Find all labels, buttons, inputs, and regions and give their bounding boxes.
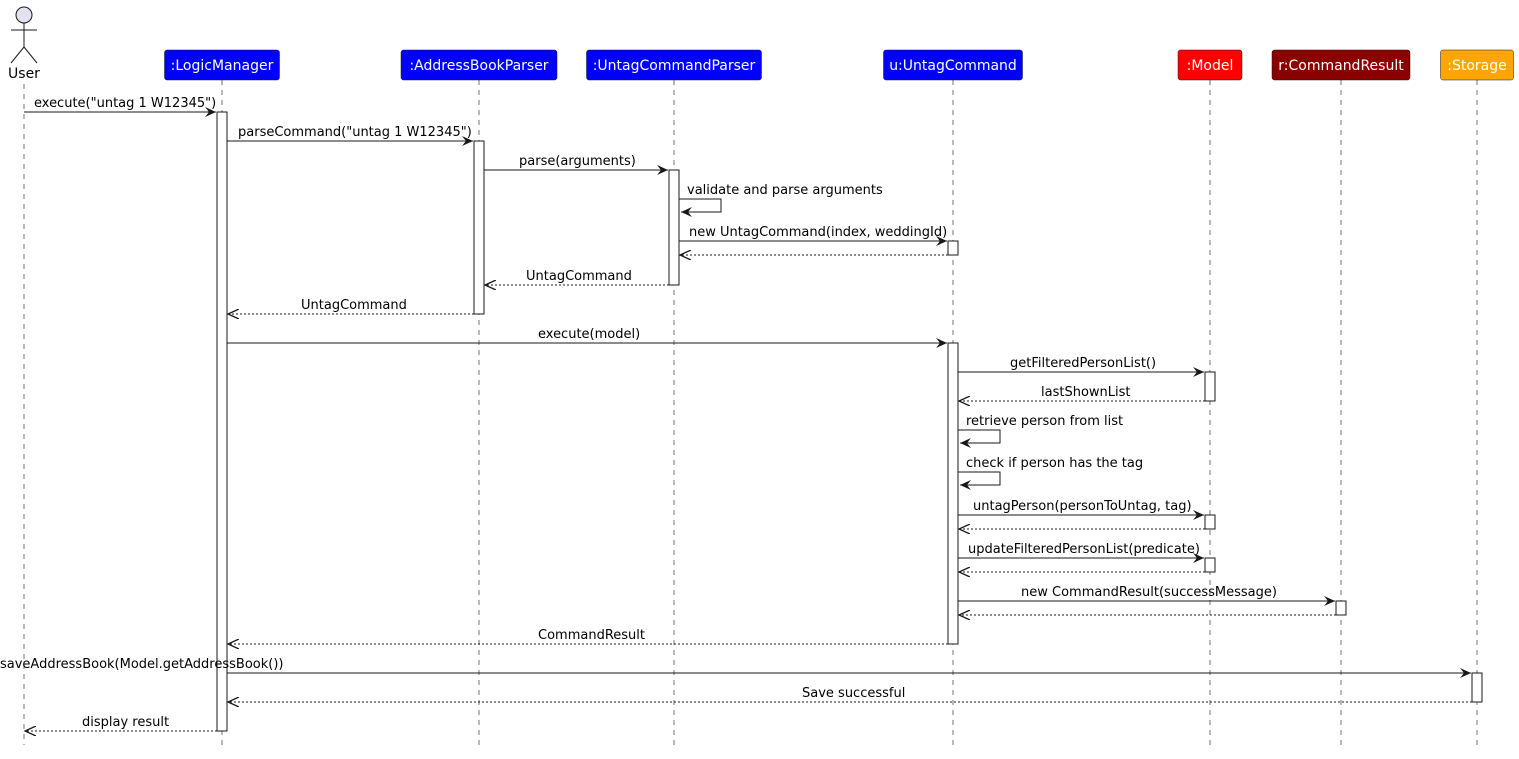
message-22: display result [25, 715, 217, 731]
participant-uc: u:UntagCommand [883, 49, 1023, 81]
message-15: updateFilteredPersonList(predicate) [958, 542, 1204, 563]
message-label: parseCommand("untag 1 W12345") [238, 125, 472, 140]
message-12: check if person has the tag [958, 456, 1143, 490]
message-3: validate and parse arguments [679, 183, 883, 217]
message-21: Save successful [228, 686, 1472, 702]
participant-st: :Storage [1440, 49, 1514, 81]
message-9: getFilteredPersonList() [958, 356, 1204, 377]
message-label: new UntagCommand(index, weddingId) [689, 225, 947, 240]
message-label: UntagCommand [301, 298, 407, 313]
message-10: lastShownList [959, 385, 1205, 401]
message-label: check if person has the tag [966, 456, 1143, 471]
message-13: untagPerson(personToUntag, tag) [958, 499, 1204, 520]
activation-bar-cr [1335, 600, 1347, 616]
participant-box [883, 49, 1023, 81]
activation-bar-m3 [1204, 557, 1216, 573]
self-message-arrow [679, 198, 722, 217]
participant-ucp: :UntagCommandParser [586, 49, 762, 81]
message-1: parseCommand("untag 1 W12345") [227, 125, 473, 146]
participant-box [164, 49, 280, 81]
participant-label: :LogicManager [171, 58, 274, 74]
self-message-arrow [958, 471, 1001, 490]
message-0: execute("untag 1 W12345") [24, 96, 216, 117]
actor-label: User [8, 66, 40, 82]
activation-bar-abp [473, 140, 485, 315]
message-19: CommandResult [228, 628, 948, 644]
participant-cr: r:CommandResult [1271, 49, 1411, 81]
participant-m: :Model [1177, 49, 1243, 81]
self-message-arrow [958, 429, 1001, 448]
participant-label: :Model [1187, 58, 1234, 74]
participant-box [1177, 49, 1243, 81]
message-label: new CommandResult(successMessage) [1021, 585, 1277, 600]
message-label: UntagCommand [526, 269, 632, 284]
message-label: Save successful [802, 686, 905, 701]
participant-label: u:UntagCommand [889, 58, 1017, 74]
activation-bar-st [1471, 672, 1483, 703]
participant-box [400, 49, 558, 81]
activation-bar-uc2 [947, 342, 959, 645]
message-6: UntagCommand [485, 269, 669, 285]
message-8: execute(model) [227, 327, 947, 348]
actor-user: User [8, 6, 40, 82]
message-7: UntagCommand [228, 298, 474, 314]
message-label: lastShownList [1041, 385, 1131, 400]
message-2: parse(arguments) [484, 154, 668, 175]
participant-label: :UntagCommandParser [593, 58, 756, 74]
participant-label: :AddressBookParser [409, 58, 548, 74]
message-label: execute(model) [538, 327, 640, 342]
activation-bar-uc1 [947, 240, 959, 256]
message-label: updateFilteredPersonList(predicate) [968, 542, 1200, 557]
participant-box [1271, 49, 1411, 81]
message-label: validate and parse arguments [687, 183, 883, 198]
message-17: new CommandResult(successMessage) [958, 585, 1335, 606]
message-label: retrieve person from list [966, 414, 1123, 429]
participant-abp: :AddressBookParser [400, 49, 558, 81]
participant-box [1440, 49, 1514, 81]
activation-bar-ucp [668, 169, 680, 286]
message-label: execute("untag 1 W12345") [34, 96, 216, 111]
message-label: CommandResult [538, 628, 645, 643]
participant-label: :Storage [1447, 58, 1507, 74]
message-20: saveAddressBook(Model.getAddressBook()) [0, 657, 1471, 678]
message-11: retrieve person from list [958, 414, 1123, 448]
message-4: new UntagCommand(index, weddingId) [679, 225, 947, 246]
participant-lm: :LogicManager [164, 49, 280, 81]
activation-bar-lm [216, 111, 228, 732]
message-label: display result [82, 715, 169, 730]
message-label: parse(arguments) [519, 154, 636, 169]
participant-label: r:CommandResult [1278, 58, 1404, 74]
message-label: getFilteredPersonList() [1010, 356, 1156, 371]
participant-box [586, 49, 762, 81]
message-label: untagPerson(personToUntag, tag) [973, 499, 1192, 514]
activation-bar-m2 [1204, 514, 1216, 530]
message-label: saveAddressBook(Model.getAddressBook()) [0, 657, 283, 672]
activation-bar-m1 [1204, 371, 1216, 402]
actor-head-icon [15, 6, 33, 24]
